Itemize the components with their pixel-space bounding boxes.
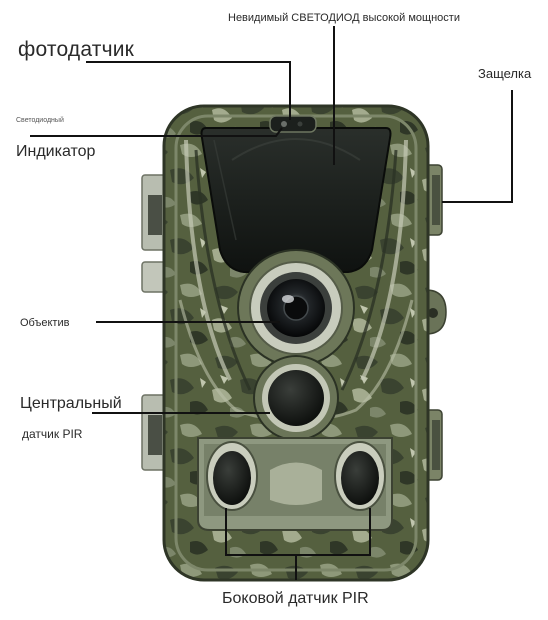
side-pir-sensor-left xyxy=(206,441,258,511)
label-side-pir: Боковой датчик PIR xyxy=(222,590,369,607)
label-central-pir-line2: датчик PIR xyxy=(22,427,83,441)
label-latch: Защелка xyxy=(478,66,532,81)
lens xyxy=(237,249,355,367)
label-indicator-small: Светодиодный xyxy=(16,117,64,124)
label-lens: Объектив xyxy=(20,317,70,329)
callout-lines xyxy=(30,26,513,580)
label-ir-led: Невидимый СВЕТОДИОД высокой мощности xyxy=(228,12,460,24)
callout-latch xyxy=(442,90,513,203)
label-photosensor: фотодатчик xyxy=(18,38,135,61)
label-indicator: Индикатор xyxy=(16,143,96,160)
callout-photosensor xyxy=(86,61,291,120)
photosensor-window xyxy=(269,115,317,133)
central-pir-sensor xyxy=(253,355,339,441)
callout-indicator xyxy=(30,127,283,137)
callout-side-pir xyxy=(225,508,371,556)
ir-led-panel xyxy=(200,127,392,273)
label-central-pir-line1: Центральный xyxy=(20,395,122,412)
side-pir-sensor-right xyxy=(334,441,386,511)
